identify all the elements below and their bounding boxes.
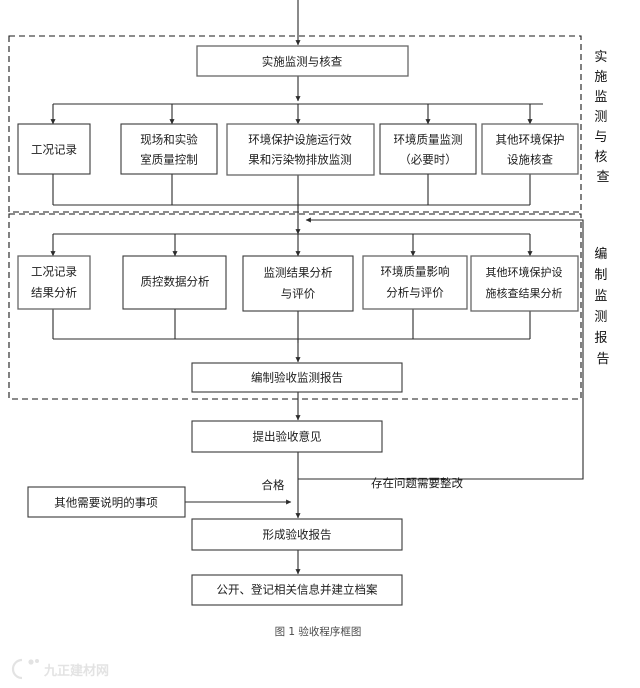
vlabel-g1-c3: 测 <box>594 110 607 125</box>
node-monitor-result-analysis-label-1: 监测结果分析 <box>264 266 333 280</box>
node-other-notes-label: 其他需要说明的事项 <box>54 496 158 510</box>
node-env-quality-monitoring[interactable]: 环境质量监测 （必要时） <box>379 123 477 175</box>
group-implement-border <box>8 35 582 213</box>
node-env-quality-impact-label-2: 分析与评价 <box>386 286 444 300</box>
node-implement-header[interactable]: 实施监测与核查 <box>196 45 409 77</box>
node-compile-report[interactable]: 编制验收监测报告 <box>191 362 403 393</box>
svg-text:实 施 监 测: 实 施 监 测 与 核 查 <box>594 50 611 185</box>
watermark-logo: 九正建材网 <box>11 658 109 680</box>
node-work-condition-record[interactable]: 工况记录 <box>17 123 91 175</box>
edge-rectify-feedback-loop <box>298 217 584 480</box>
node-propose-opinion[interactable]: 提出验收意见 <box>191 420 383 453</box>
node-form-report-label: 形成验收报告 <box>263 528 332 542</box>
node-work-condition-result-label-1: 工况记录 <box>31 265 77 279</box>
node-other-env-facility-check[interactable]: 其他环境保护 设施核查 <box>481 123 579 175</box>
vlabel-g1-c2: 监 <box>594 90 607 105</box>
node-other-facility-check-analysis-label-1: 其他环境保护设 <box>486 265 563 279</box>
vlabel-g1-c4: 与 <box>594 130 607 145</box>
node-env-quality-monitoring-label-1: 环境质量监测 <box>394 133 463 147</box>
edge-label-pass: 合格 <box>262 478 285 492</box>
vlabel-g2-c5: 告 <box>596 352 609 367</box>
node-env-quality-monitoring-label-2: （必要时） <box>399 153 457 167</box>
vlabel-g2-c1: 制 <box>594 268 607 283</box>
node-form-report[interactable]: 形成验收报告 <box>191 518 403 551</box>
vlabel-g2-c3: 测 <box>594 310 607 325</box>
vlabel-g1-c5: 核 <box>594 150 607 165</box>
node-compile-report-label: 编制验收监测报告 <box>251 371 343 385</box>
node-publish-archive[interactable]: 公开、登记相关信息并建立档案 <box>191 574 403 606</box>
node-facility-effect-label-2: 果和污染物排放监测 <box>248 153 352 167</box>
node-work-condition-result-analysis[interactable]: 工况记录 结果分析 <box>17 255 91 310</box>
node-qc-data-analysis-label: 质控数据分析 <box>141 275 210 289</box>
node-env-quality-impact-analysis[interactable]: 环境质量影响 分析与评价 <box>362 255 468 310</box>
vlabel-g2-c0: 编 <box>594 247 607 262</box>
vlabel-g2-c2: 监 <box>594 289 607 304</box>
node-other-facility-check-analysis[interactable]: 其他环境保护设 施核查结果分析 <box>470 255 579 312</box>
edge-label-rectify: 存在问题需要整改 <box>371 476 463 490</box>
node-env-quality-impact-label-1: 环境质量影响 <box>381 265 450 279</box>
node-other-notes[interactable]: 其他需要说明的事项 <box>27 486 186 518</box>
node-propose-opinion-label: 提出验收意见 <box>253 430 322 444</box>
vlabel-g2-c4: 报 <box>594 331 607 346</box>
node-qc-data-analysis[interactable]: 质控数据分析 <box>122 255 227 310</box>
node-other-env-facility-check-label-1: 其他环境保护 <box>496 133 565 147</box>
vlabel-g1-c0: 实 <box>594 50 607 65</box>
vlabel-g1-c1: 施 <box>594 70 607 85</box>
group-implement-label: 实 施 监 测 与 核 查 <box>594 50 611 185</box>
watermark-text: 九正建材网 <box>43 663 109 679</box>
group-report-label: 编 制 监 测 报 告 <box>594 247 611 367</box>
node-site-and-lab-qc[interactable]: 现场和实验 室质量控制 <box>120 123 218 175</box>
node-monitor-result-analysis[interactable]: 监测结果分析 与评价 <box>242 255 354 312</box>
node-work-condition-result-label-2: 结果分析 <box>31 286 77 300</box>
svg-text:编 制 监 测: 编 制 监 测 报 告 <box>594 247 611 367</box>
node-site-and-lab-qc-label-2: 室质量控制 <box>140 153 198 167</box>
node-work-condition-record-label: 工况记录 <box>31 143 77 157</box>
node-monitor-result-analysis-label-2: 与评价 <box>281 287 316 301</box>
node-site-and-lab-qc-label-1: 现场和实验 <box>140 133 198 147</box>
group-report-border <box>8 213 582 400</box>
node-implement-header-label: 实施监测与核查 <box>262 55 343 69</box>
vlabel-g1-c6: 查 <box>596 170 609 185</box>
node-other-facility-check-analysis-label-2: 施核查结果分析 <box>486 286 563 300</box>
figure-caption: 图 1 验收程序框图 <box>275 625 362 638</box>
node-publish-archive-label: 公开、登记相关信息并建立档案 <box>217 583 378 597</box>
node-facility-effect-label-1: 环境保护设施运行效 <box>248 133 352 147</box>
node-other-env-facility-check-label-2: 设施核查 <box>507 153 553 167</box>
node-facility-effect-and-emission[interactable]: 环境保护设施运行效 果和污染物排放监测 <box>226 123 375 176</box>
